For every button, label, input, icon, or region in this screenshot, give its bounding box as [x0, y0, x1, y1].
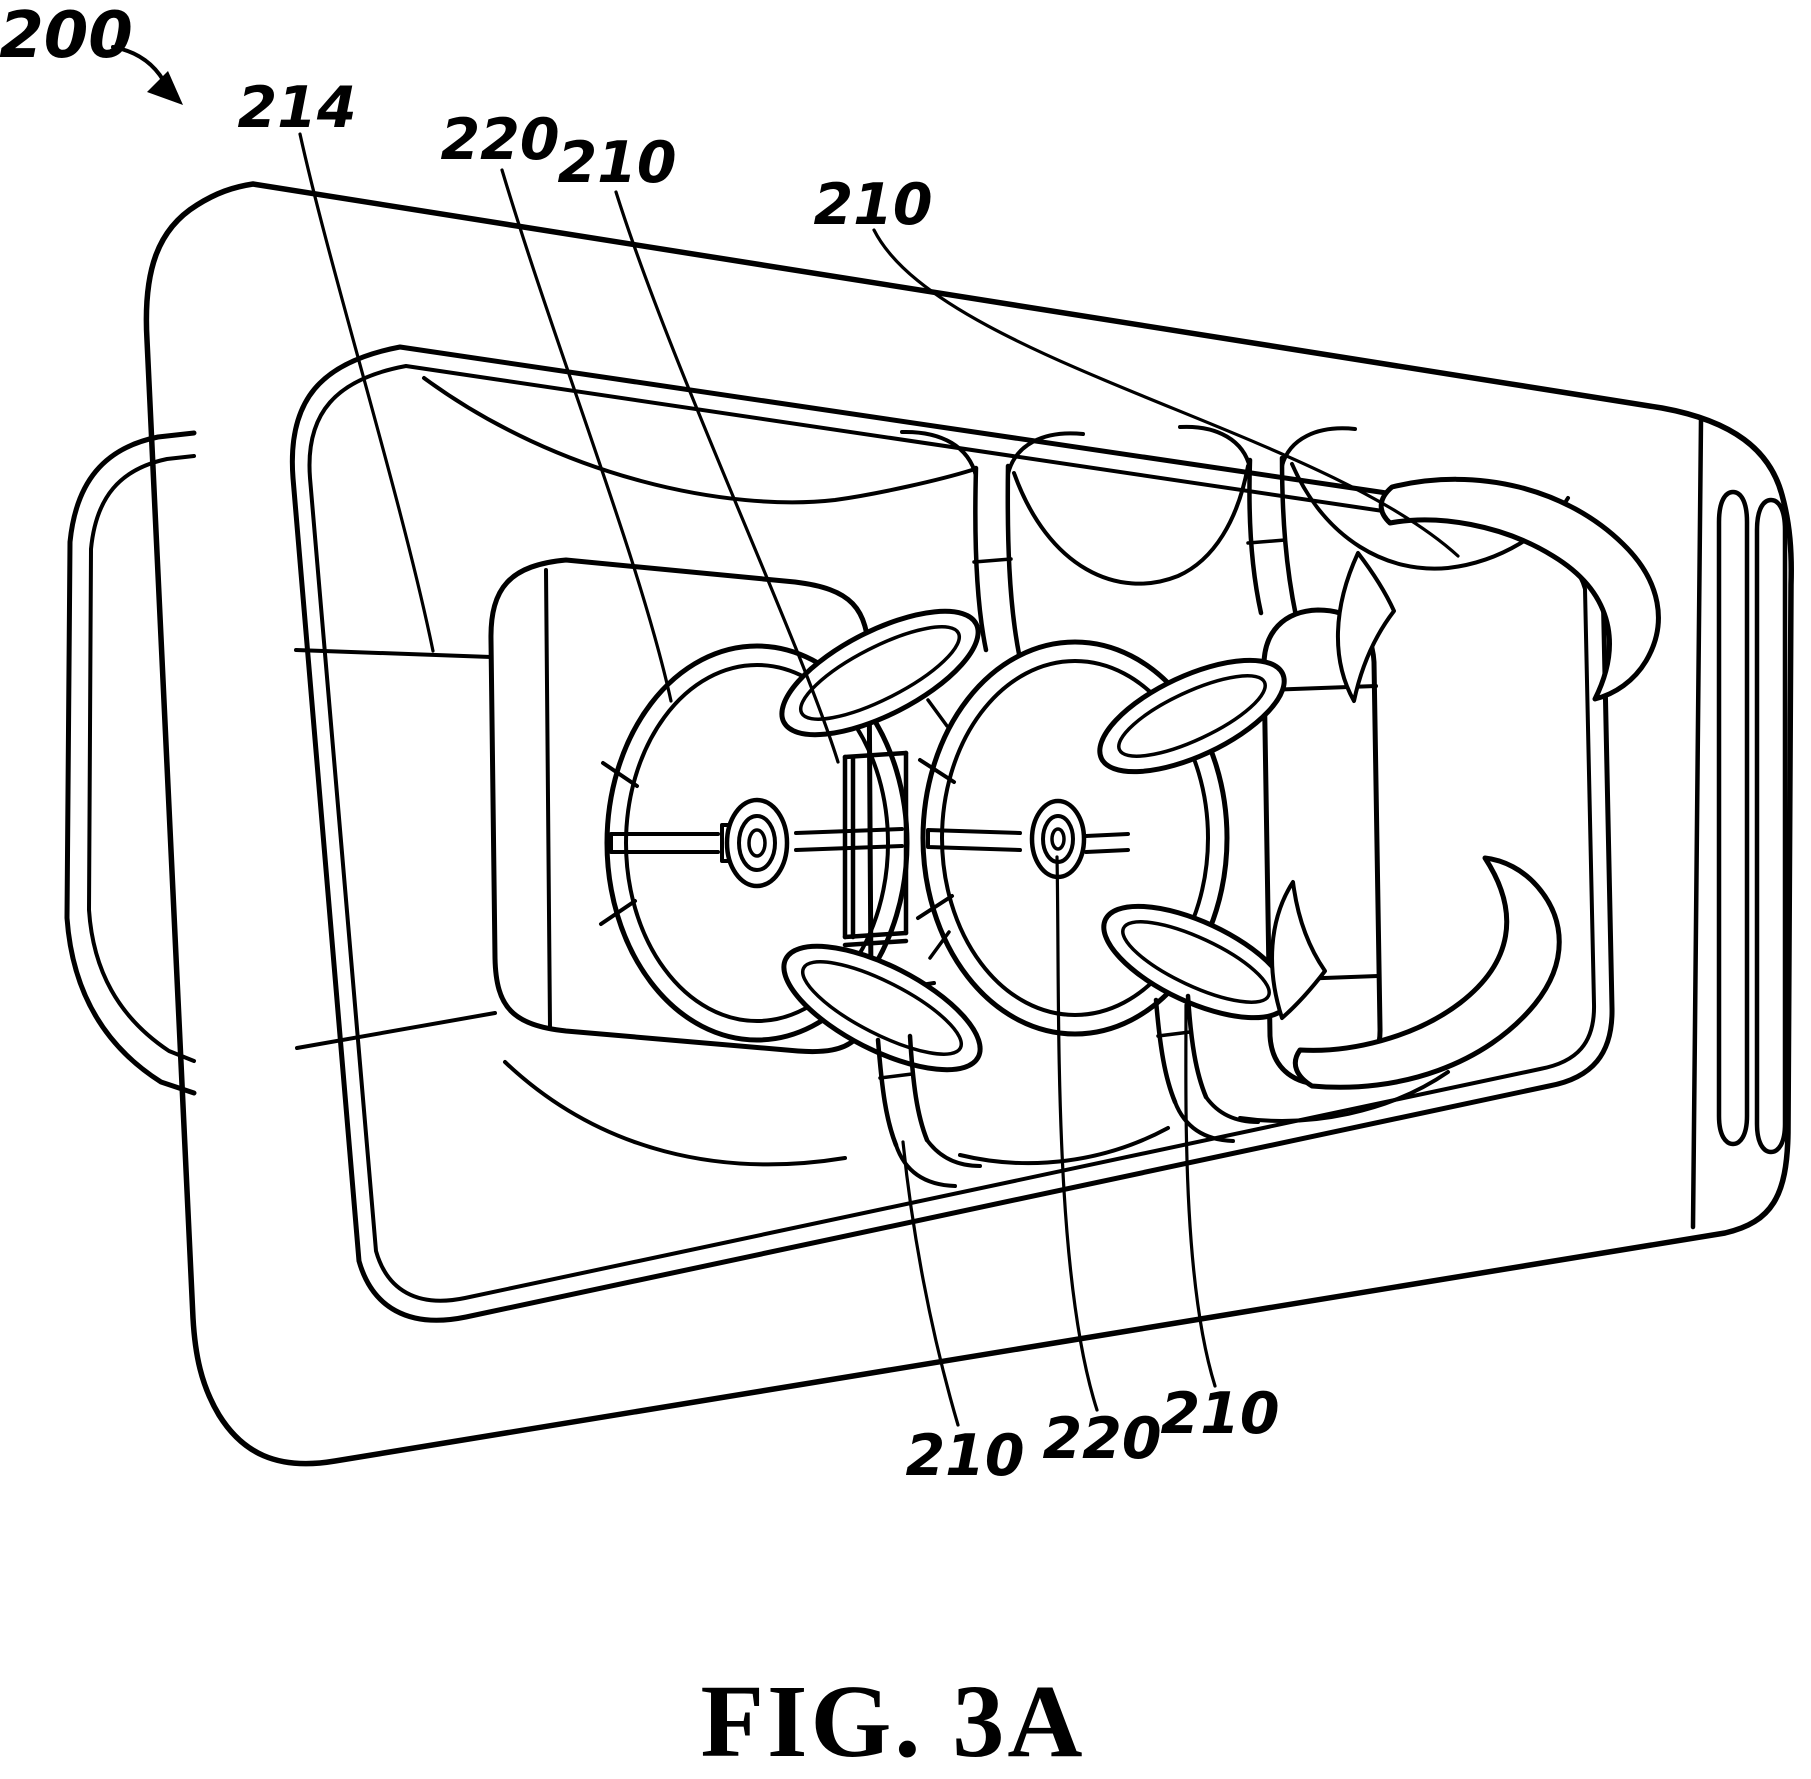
- leader-210-bottom-right: [1184, 1003, 1217, 1388]
- stator-pylon-1-tick: [972, 557, 1013, 564]
- leader-210-bottom-left: [901, 1140, 960, 1427]
- rotor-1-blade-lower: [781, 943, 983, 1073]
- duct-ring-2-tick-upper: [918, 758, 956, 784]
- leader-lines: [111, 45, 1460, 1427]
- center-pillar: [842, 750, 909, 948]
- scallop-curve-middle: [1012, 464, 1250, 586]
- label-220-top: 220: [441, 107, 560, 173]
- rotor-assembly-2: [916, 476, 1661, 1090]
- rotor-1-blade-root-tick-upper: [926, 698, 949, 728]
- shelf-line-bottom-left: [295, 1011, 497, 1050]
- scallop-curve-left: [422, 376, 974, 505]
- rotor-assembly-1: [599, 608, 983, 1073]
- vent-slot-2: [1754, 497, 1788, 1155]
- rotor-2-blade-tip-upper: [1378, 476, 1661, 702]
- arrow-icon: [147, 71, 183, 105]
- label-210-top-left: 210: [558, 130, 677, 196]
- outer-frame-outline: [143, 181, 1794, 1467]
- duct-ring-2-outer: [920, 639, 1230, 1037]
- label-210-top-right: 210: [814, 172, 933, 238]
- duct-ring-1-tick-lower: [599, 899, 637, 926]
- stator-pylon-1-right: [1005, 463, 1022, 657]
- left-duct-wall-panel: [488, 557, 874, 1055]
- rotor-2-blade-sliver-upper: [1335, 551, 1396, 703]
- outer-housing: [64, 181, 1794, 1467]
- reference-labels: 200 214 220 210 210 210 220 210 FIG. 3A: [0, 0, 1279, 1779]
- figure-caption: FIG. 3A: [701, 1664, 1086, 1779]
- leader-210-top-right: [872, 228, 1460, 558]
- stator-pylon-2-flare-right: [1280, 426, 1357, 468]
- rotor-2-blade-tip-lower: [1292, 855, 1562, 1090]
- rotor-2-shaft-right: [1084, 832, 1130, 854]
- duct-ring-2-inner: [940, 659, 1210, 1017]
- bottom-pylon-2-flare-right: [1204, 1095, 1260, 1124]
- rotor-2-hub-center: [1050, 827, 1066, 851]
- rotor-1-hub-center: [747, 828, 767, 858]
- label-200: 200: [0, 0, 133, 73]
- left-panel-edge-line: [544, 568, 552, 1030]
- leader-220-top: [500, 168, 673, 703]
- stator-pylon-1-flare-right: [1006, 431, 1085, 476]
- duct-ring-1-inner: [624, 663, 890, 1023]
- label-214: 214: [238, 75, 357, 141]
- leader-214: [298, 132, 435, 653]
- bottom-pylon-1-flare-right: [925, 1138, 982, 1168]
- bottom-bowl-right: [1238, 1070, 1450, 1123]
- bottom-bowl-left: [503, 1060, 847, 1167]
- rotor-1-shaft-left: [609, 832, 720, 854]
- duct-ring-1-tick-upper: [601, 761, 639, 788]
- rotor-2-blade-sliver-lower: [1270, 880, 1327, 1020]
- top-duct-scallops: [422, 376, 1570, 657]
- bottom-pylon-2-left: [1153, 997, 1178, 1105]
- bottom-pylon-1-flare-left: [894, 1143, 957, 1188]
- label-210-bottom-left: 210: [906, 1423, 1025, 1489]
- left-end-cap-outer: [64, 430, 197, 1096]
- right-face-edge: [1690, 417, 1704, 1230]
- bottom-pylon-1-right: [907, 1033, 930, 1143]
- stator-pylon-1-flare-left: [900, 429, 978, 478]
- stator-pylon-2-left: [1247, 457, 1264, 616]
- leader-210-top-left: [614, 190, 840, 764]
- rotor-1-blade-upper: [779, 608, 981, 738]
- rotor-1-shaft-right: [794, 827, 904, 852]
- stator-pylon-1-left: [973, 465, 989, 653]
- rotor-2-blade-upper: [1097, 657, 1287, 775]
- stator-pylon-2-tick: [1246, 538, 1287, 545]
- label-210-bottom-right: 210: [1161, 1381, 1280, 1447]
- duct-ring-2-tick-lower: [916, 894, 954, 920]
- bottom-bowl-middle: [958, 1126, 1170, 1166]
- bottom-pylon-1-tick: [878, 1072, 914, 1080]
- bottom-pylon-2-flare-left: [1173, 1100, 1235, 1143]
- left-end-cap-inner: [87, 454, 196, 1063]
- interior-left-panel: [294, 557, 936, 1055]
- leader-220-bottom: [1055, 855, 1099, 1412]
- vent-slot-1: [1716, 489, 1750, 1147]
- stator-pylon-2-flare-left: [1178, 424, 1252, 470]
- bottom-duct-structures: [503, 993, 1450, 1188]
- shelf-line-top-left: [294, 648, 493, 659]
- label-220-bottom: 220: [1043, 1406, 1162, 1472]
- rotor-2-shaft-left: [926, 828, 1022, 852]
- bottom-pylon-2-right: [1185, 993, 1209, 1100]
- bottom-pylon-1-left: [875, 1037, 899, 1148]
